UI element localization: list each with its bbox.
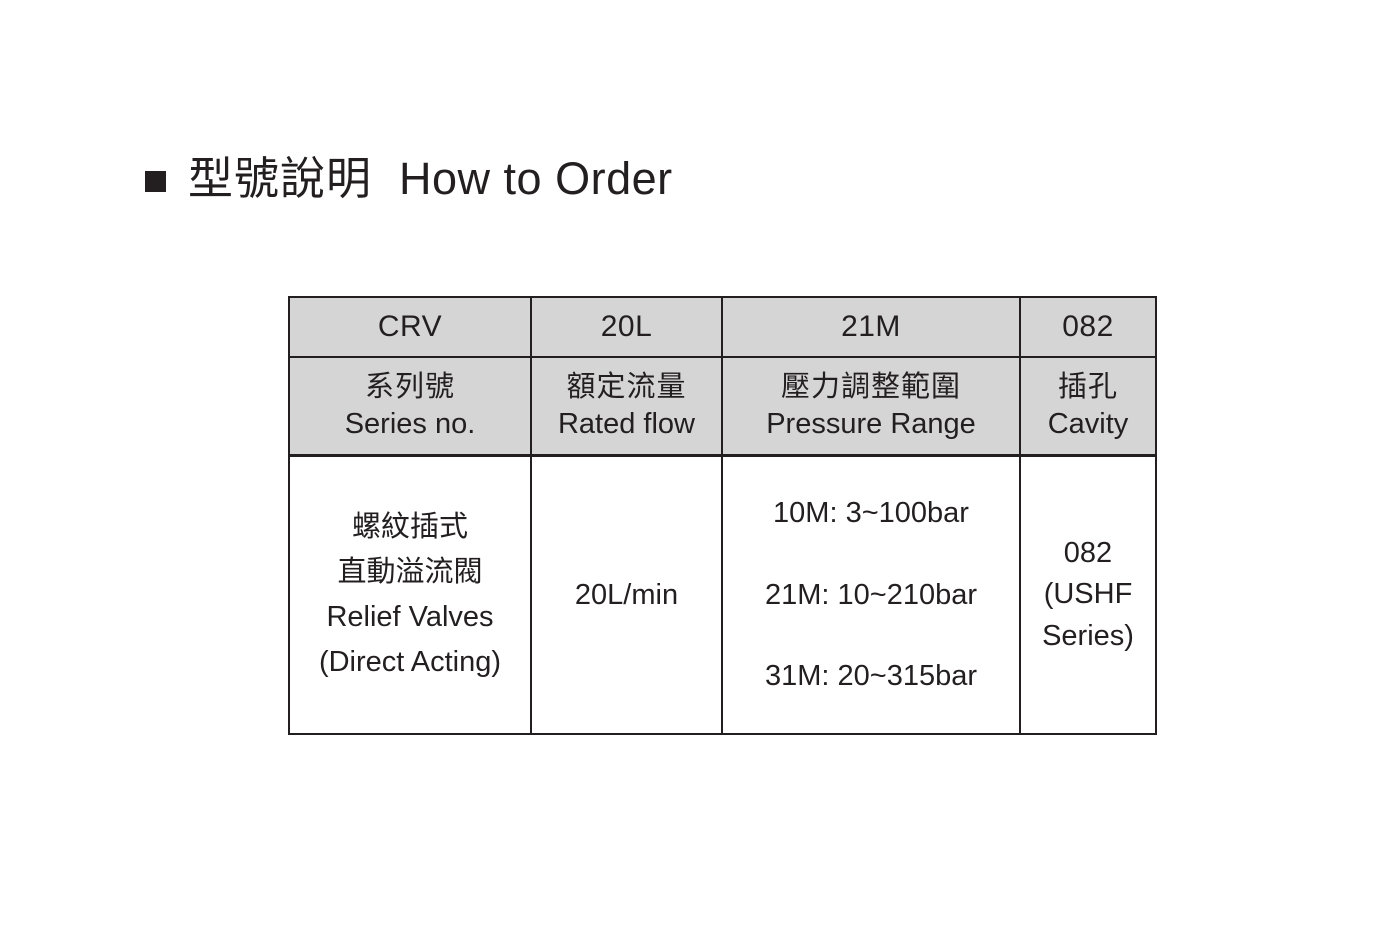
label-series-chinese: 系列號 [364,370,455,403]
label-series-english: Series no. [344,408,476,440]
cavity-value-line: 082 [1063,537,1113,570]
pressure-range-item: 31M: 20~315bar [764,660,978,693]
cell-value-pressure-range: 10M: 3~100bar 21M: 10~210bar 31M: 20~315… [721,454,1021,735]
cell-code-cavity: 082 [1019,296,1157,358]
label-cavity-chinese: 插孔 [1057,370,1118,403]
cell-value-cavity: 082 (USHF Series) [1019,454,1157,735]
cell-value-rated-flow: 20L/min [530,454,723,735]
cell-label-rated-flow: 額定流量 Rated flow [530,356,723,457]
pressure-range-item: 10M: 3~100bar [773,496,969,529]
label-cavity-english: Cavity [1047,408,1129,440]
cell-value-series: 螺紋插式 直動溢流閥 Relief Valves (Direct Acting) [288,454,532,735]
series-value-line: Relief Valves [326,601,494,633]
label-pressure-range-chinese: 壓力調整範圍 [780,370,961,403]
cell-code-rated-flow: 20L [530,296,723,358]
page-title-english: How to Order [399,153,673,204]
series-value-line: 直動溢流閥 [337,556,483,589]
label-pressure-range-english: Pressure Range [766,408,976,440]
series-value-line: 螺紋插式 [351,511,468,544]
cell-code-series: CRV [288,296,532,358]
pressure-range-item: 21M: 10~210bar [764,578,978,611]
page-title: 型號說明 How to Order [188,155,673,202]
label-rated-flow-chinese: 額定流量 [566,370,687,403]
pressure-range-list: 10M: 3~100bar 21M: 10~210bar 31M: 20~315… [723,491,1019,700]
table-row-column-labels: 系列號 Series no. 額定流量 Rated flow 壓力調整範圍 Pr… [288,356,1157,457]
cavity-value-line: Series) [1042,619,1134,652]
page-heading: 型號說明 How to Order [145,155,673,202]
table-row-values: 螺紋插式 直動溢流閥 Relief Valves (Direct Acting)… [288,454,1157,735]
cell-label-cavity: 插孔 Cavity [1019,356,1157,457]
cell-code-pressure-range: 21M [721,296,1021,358]
cavity-value-line: (USHF [1043,578,1133,611]
how-to-order-table: CRV 20L 21M 082 系列號 Series no. 額定流量 Rate… [288,296,1157,735]
cell-label-series: 系列號 Series no. [288,356,532,457]
page-title-chinese: 型號說明 [188,153,373,204]
filled-square-bullet-icon [145,171,166,193]
label-rated-flow-english: Rated flow [557,408,695,440]
series-value-line: (Direct Acting) [318,645,502,678]
cell-label-pressure-range: 壓力調整範圍 Pressure Range [721,356,1021,457]
table-row-model-code: CRV 20L 21M 082 [288,296,1157,358]
